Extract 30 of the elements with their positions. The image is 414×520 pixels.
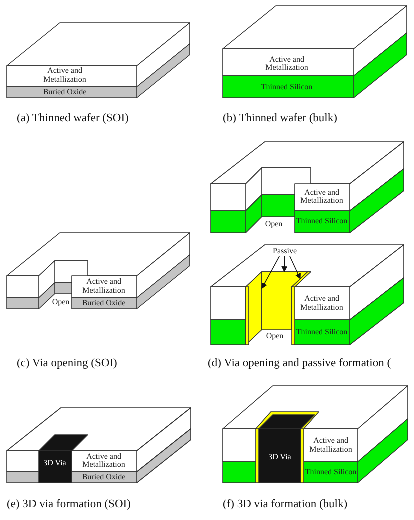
layer-label: Active and Metallization bbox=[300, 295, 344, 313]
layer-label: Buried Oxide bbox=[82, 299, 126, 308]
leader-line bbox=[282, 256, 288, 273]
figure-caption: (b) Thinned wafer (bulk) bbox=[223, 112, 338, 126]
figure-caption: (c) Via opening (SOI) bbox=[17, 358, 118, 370]
figure-caption: (a) Thinned wafer (SOI) bbox=[17, 112, 129, 126]
leader-line bbox=[290, 256, 301, 280]
opening-label: Open bbox=[266, 332, 284, 342]
layer-label: Thinned Silicon bbox=[305, 468, 357, 477]
layer-label: Thinned Silicon bbox=[261, 84, 313, 92]
layer-label: Buried Oxide bbox=[43, 88, 87, 97]
figure-caption: (d) Via opening and passive formation ( bbox=[208, 358, 392, 370]
layer-label: Active and Metallization bbox=[42, 67, 88, 85]
layer-label: Active and Metallization bbox=[264, 56, 310, 74]
layer-label: Thinned Silicon bbox=[296, 328, 348, 337]
layer-label: Buried Oxide bbox=[82, 473, 126, 482]
layer-label: Active and Metallization bbox=[82, 452, 126, 470]
leader-line bbox=[262, 256, 280, 290]
callout-label: Passive bbox=[273, 248, 297, 256]
layer-label: Active and Metallization bbox=[308, 437, 354, 455]
layer-label: Active and Metallization bbox=[300, 188, 344, 206]
via-label: 3D Via bbox=[268, 454, 292, 462]
opening-label: Open bbox=[52, 298, 70, 308]
figure-caption: (e) 3D via formation (SOI) bbox=[7, 498, 131, 512]
opening-label: Open bbox=[265, 220, 283, 230]
liner-edge bbox=[292, 272, 312, 288]
via-label: 3D Via bbox=[44, 460, 66, 468]
layer-label: Active and Metallization bbox=[82, 278, 126, 296]
figure-caption: (f) 3D via formation (bulk) bbox=[223, 498, 348, 512]
layer-label: Thinned Silicon bbox=[296, 218, 348, 226]
